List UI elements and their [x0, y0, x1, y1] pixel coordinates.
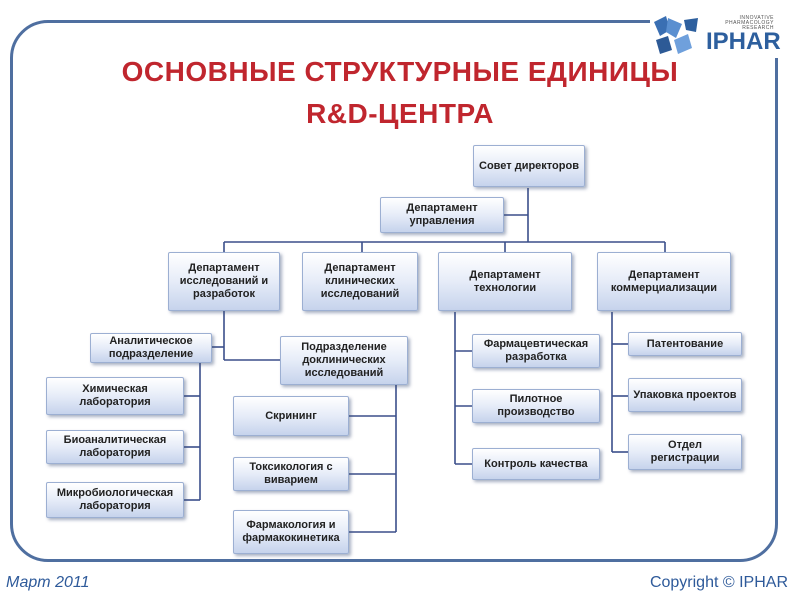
analytical-unit-box: Аналитическое подразделение — [90, 333, 212, 363]
slide-title-line2: R&D-ЦЕНТРА — [306, 98, 494, 129]
toxicology-box: Токсикология с виварием — [233, 457, 349, 491]
rnd-department-box: Департамент исследований и разработок — [168, 252, 280, 311]
footer-date: Март 2011 — [6, 574, 90, 591]
pharma-development-box: Фармацевтическая разработка — [472, 334, 600, 368]
project-packaging-box: Упаковка проектов — [628, 378, 742, 412]
patenting-box: Патентование — [628, 332, 742, 356]
microbiology-lab-box: Микробиологическая лаборатория — [46, 482, 184, 518]
logo-tagline: INNOVATIVE PHARMACOLOGY RESEARCH — [725, 15, 774, 31]
preclinical-unit-box: Подразделение доклинических исследований — [280, 336, 408, 385]
commercial-department-box: Департамент коммерциализации — [597, 252, 731, 311]
bioanalytical-lab-box: Биоаналитическая лаборатория — [46, 430, 184, 464]
footer-copyright: Copyright © IPHAR — [649, 574, 788, 591]
pilot-production-box: Пилотное производство — [472, 389, 600, 423]
chemical-lab-box: Химическая лаборатория — [46, 377, 184, 415]
screening-box: Скрининг — [233, 396, 349, 436]
board-of-directors-box: Совет директоров — [473, 145, 585, 187]
pharmacology-box: Фармакология и фармакокинетика — [233, 510, 349, 554]
technology-department-box: Департамент технологии — [438, 252, 572, 311]
slide-title-line1: ОСНОВНЫЕ СТРУКТУРНЫЕ ЕДИНИЦЫ — [121, 56, 679, 87]
quality-control-box: Контроль качества — [472, 448, 600, 480]
management-department-box: Департамент управления — [380, 197, 504, 233]
iphar-logo: INNOVATIVE PHARMACOLOGY RESEARCH IPHAR — [650, 14, 781, 58]
logo-molecule-icon — [654, 16, 698, 54]
clinical-department-box: Департамент клинических исследований — [302, 252, 418, 311]
logo-text: IPHAR — [706, 28, 781, 55]
registration-dept-box: Отдел регистрации — [628, 434, 742, 470]
